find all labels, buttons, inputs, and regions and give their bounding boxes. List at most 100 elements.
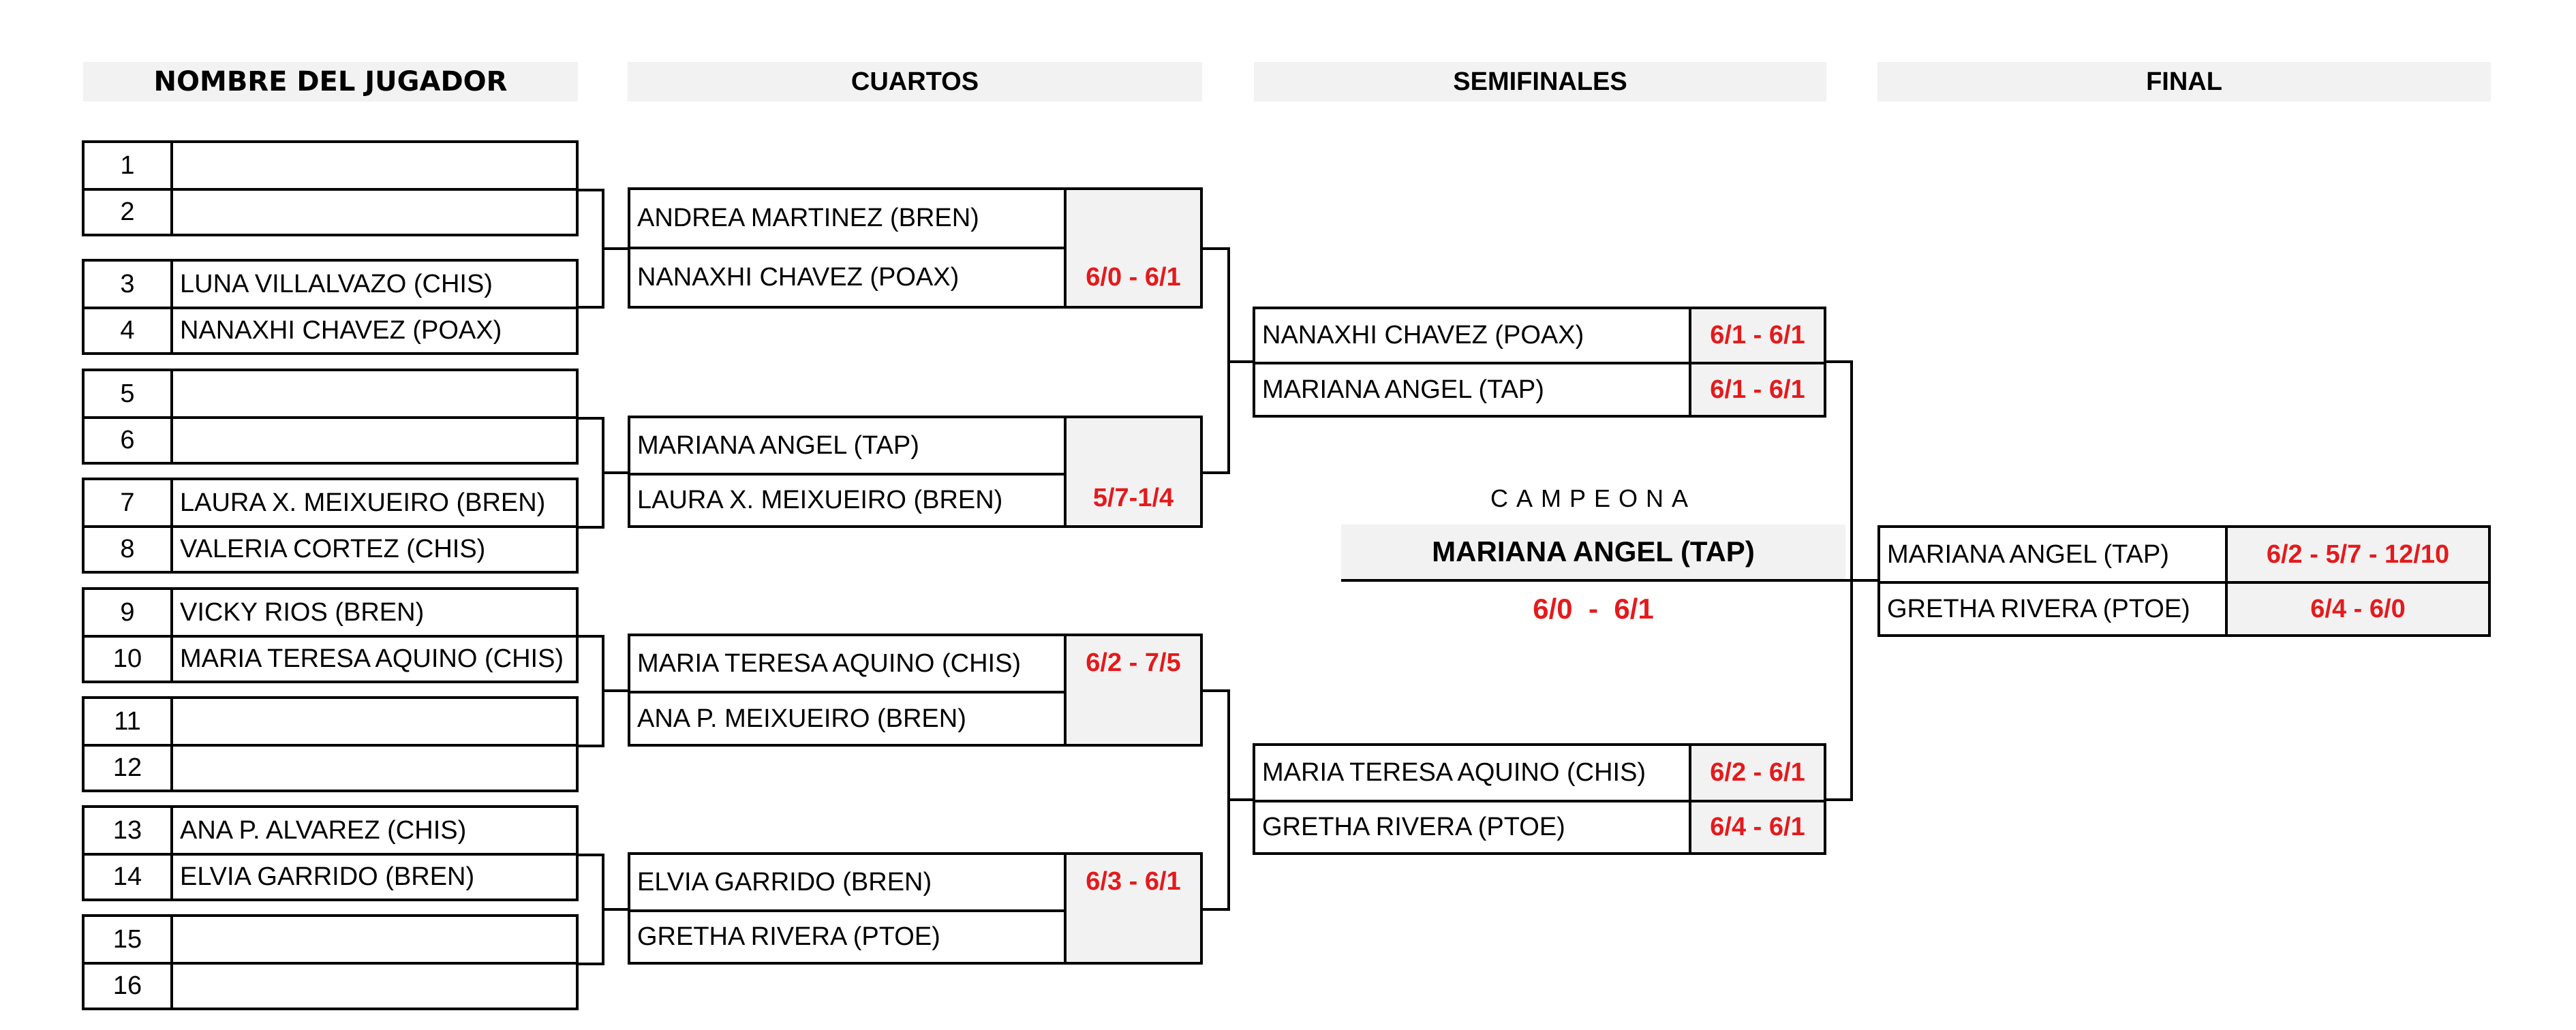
player-name: MARIA TERESA AQUINO (CHIS) xyxy=(180,644,564,673)
player-name: VICKY RIOS (BREN) xyxy=(180,597,425,627)
quarter-match-3: MARIA TERESA AQUINO (CHIS) ANA P. MEIXUE… xyxy=(628,634,1203,747)
quarter-player-top: ELVIA GARRIDO (BREN) xyxy=(637,867,932,896)
quarter-player-bottom: NANAXHI CHAVEZ (POAX) xyxy=(637,263,960,292)
player-number: 8 xyxy=(85,528,173,571)
connector xyxy=(602,471,629,474)
player-name xyxy=(173,191,579,234)
champion-underline xyxy=(1341,579,1852,582)
player-pair-6: 11 12 xyxy=(82,696,579,792)
quarter-score: 6/3 - 6/1 xyxy=(1064,855,1200,962)
row-divider xyxy=(630,909,1067,912)
player-number: 3 xyxy=(85,262,173,307)
connector xyxy=(602,908,629,911)
player-name: VALERIA CORTEZ (CHIS) xyxy=(180,535,486,563)
row-divider xyxy=(1255,800,1824,802)
semi-player-bottom: MARIANA ANGEL (TAP) xyxy=(1262,375,1544,404)
player-number: 4 xyxy=(85,309,173,352)
connector xyxy=(577,854,604,856)
player-name xyxy=(173,419,579,462)
connector xyxy=(577,417,604,420)
header-quarters: CUARTOS xyxy=(628,62,1202,102)
row-divider xyxy=(630,473,1067,475)
player-name: NANAXHI CHAVEZ (POAX) xyxy=(180,316,502,345)
player-name: LUNA VILLALVAZO (CHIS) xyxy=(180,269,493,298)
connector xyxy=(1825,798,1853,801)
connector xyxy=(577,526,604,529)
final-player-top: MARIANA ANGEL (TAP) xyxy=(1887,540,2169,569)
semi-score-bottom: 6/1 - 6/1 xyxy=(1689,364,1824,415)
player-name xyxy=(173,965,579,1008)
champion-score: 6/0 - 6/1 xyxy=(1533,593,1654,625)
player-number: 7 xyxy=(85,480,173,525)
semi-player-bottom: GRETHA RIVERA (PTOE) xyxy=(1262,813,1565,841)
row-divider xyxy=(85,307,576,309)
player-pair-4: 7 LAURA X. MEIXUEIRO (BREN) 8 VALERIA CO… xyxy=(82,478,579,574)
player-number: 6 xyxy=(85,419,173,462)
connector xyxy=(1227,360,1255,363)
semi-player-top: MARIA TERESA AQUINO (CHIS) xyxy=(1262,758,1646,787)
champion-label: CAMPEONA xyxy=(1490,484,1697,512)
player-pair-3: 5 6 xyxy=(82,369,579,465)
player-pair-1: 1 2 xyxy=(82,140,579,236)
player-number: 15 xyxy=(85,917,173,962)
semi-match-1: NANAXHI CHAVEZ (POAX) 6/1 - 6/1 MARIANA … xyxy=(1253,307,1826,418)
player-number: 16 xyxy=(85,965,173,1008)
final-score-bottom: 6/4 - 6/0 xyxy=(2225,584,2488,634)
player-number: 5 xyxy=(85,371,173,416)
final-player-bottom: GRETHA RIVERA (PTOE) xyxy=(1887,594,2190,623)
row-divider xyxy=(1255,362,1824,364)
quarter-player-top: MARIA TERESA AQUINO (CHIS) xyxy=(637,649,1022,678)
player-name: ELVIA GARRIDO (BREN) xyxy=(180,862,475,891)
connector xyxy=(577,635,604,638)
connector xyxy=(1825,360,1853,363)
quarter-match-1: ANDREA MARTINEZ (BREN) NANAXHI CHAVEZ (P… xyxy=(628,187,1203,309)
player-name xyxy=(173,371,579,416)
quarter-score: 5/7-1/4 xyxy=(1064,418,1200,525)
connector xyxy=(577,745,604,747)
player-name: LAURA X. MEIXUEIRO (BREN) xyxy=(180,488,546,517)
connector xyxy=(1850,579,1879,582)
player-name xyxy=(173,143,579,188)
player-number: 12 xyxy=(85,747,173,790)
header-players: NOMBRE DEL JUGADOR xyxy=(83,62,578,102)
quarter-player-top: ANDREA MARTINEZ (BREN) xyxy=(637,204,979,232)
player-name: ANA P. ALVAREZ (CHIS) xyxy=(180,815,467,845)
player-pair-8: 15 16 xyxy=(82,914,579,1010)
connector xyxy=(1227,798,1255,801)
quarter-player-bottom: LAURA X. MEIXUEIRO (BREN) xyxy=(637,486,1003,514)
row-divider xyxy=(630,247,1067,249)
row-divider xyxy=(85,416,576,419)
quarter-score: 6/0 - 6/1 xyxy=(1064,190,1200,306)
connector xyxy=(577,189,604,191)
player-number: 13 xyxy=(85,808,173,853)
semi-player-top: NANAXHI CHAVEZ (POAX) xyxy=(1262,321,1584,349)
player-name xyxy=(173,699,579,744)
player-number: 10 xyxy=(85,638,173,681)
champion-name: MARIANA ANGEL (TAP) xyxy=(1341,525,1845,579)
player-name xyxy=(173,917,579,962)
header-final: FINAL xyxy=(1877,62,2491,102)
quarter-player-top: MARIANA ANGEL (TAP) xyxy=(637,431,919,460)
semi-score-bottom: 6/4 - 6/1 xyxy=(1689,802,1824,852)
player-pair-7: 13 ANA P. ALVAREZ (CHIS) 14 ELVIA GARRID… xyxy=(82,805,579,901)
quarter-match-4: ELVIA GARRIDO (BREN) GRETHA RIVERA (PTOE… xyxy=(628,852,1203,965)
row-divider xyxy=(85,188,576,191)
player-name xyxy=(173,747,579,790)
player-number: 11 xyxy=(85,699,173,744)
connector xyxy=(602,247,629,250)
row-divider xyxy=(85,635,576,638)
connector xyxy=(1201,908,1230,911)
connector xyxy=(1201,471,1230,474)
connector xyxy=(577,306,604,309)
semi-score-top: 6/2 - 6/1 xyxy=(1689,746,1824,800)
player-number: 14 xyxy=(85,856,173,899)
row-divider xyxy=(85,962,576,965)
final-match: MARIANA ANGEL (TAP) 6/2 - 5/7 - 12/10 GR… xyxy=(1877,525,2491,637)
connector xyxy=(1201,247,1230,250)
row-divider xyxy=(630,691,1067,693)
connector xyxy=(602,689,629,692)
semi-score-top: 6/1 - 6/1 xyxy=(1689,309,1824,362)
semi-match-2: MARIA TERESA AQUINO (CHIS) 6/2 - 6/1 GRE… xyxy=(1253,743,1826,855)
connector xyxy=(577,963,604,965)
